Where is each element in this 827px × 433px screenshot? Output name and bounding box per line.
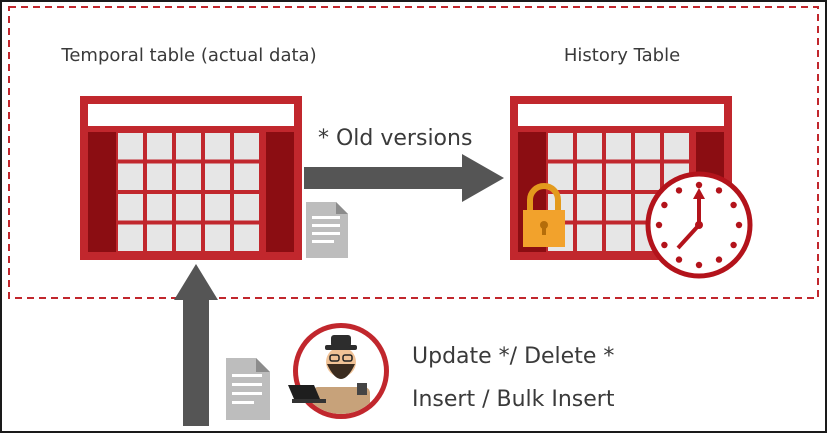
table-cell [664, 133, 689, 160]
temporal-table-icon [80, 96, 302, 260]
user-avatar-icon [288, 323, 389, 419]
table-cell [205, 133, 230, 160]
table-cell [176, 133, 201, 160]
clock-tick [661, 201, 668, 209]
table-cell [577, 163, 602, 190]
temporal-table-label: Temporal table (actual data) [60, 45, 316, 66]
table-cell [205, 163, 230, 190]
table-cell [234, 163, 259, 190]
table-cell [577, 133, 602, 160]
table-cell [635, 163, 660, 190]
clock-tick [730, 241, 737, 249]
table-cell [234, 224, 259, 251]
clock-tick [695, 181, 703, 189]
table-cell [606, 224, 631, 251]
table-cell [147, 194, 172, 221]
document-icon [306, 202, 348, 258]
table-cell [176, 224, 201, 251]
table-cell [548, 133, 573, 160]
table-cell [577, 194, 602, 221]
clock-tick [715, 256, 723, 263]
table-cell [234, 133, 259, 160]
table-cell [234, 194, 259, 221]
document-icon [226, 358, 270, 420]
clock-tick [730, 201, 737, 209]
table-cell [606, 133, 631, 160]
clock-tick [715, 187, 723, 194]
old-versions-label: * Old versions [318, 126, 472, 151]
table-cell [118, 133, 143, 160]
table-cell [118, 194, 143, 221]
arrow-right-icon [304, 154, 504, 202]
clock-tick [675, 256, 683, 263]
table-cell [118, 163, 143, 190]
table-cell [635, 133, 660, 160]
table-cell [205, 224, 230, 251]
clock-icon [645, 171, 753, 279]
table-cell [118, 224, 143, 251]
table-cell [147, 133, 172, 160]
table-cell [606, 194, 631, 221]
insert-bulk-label: Insert / Bulk Insert [412, 387, 615, 412]
table-cell [147, 163, 172, 190]
table-cell [176, 194, 201, 221]
table-cell [606, 163, 631, 190]
clock-tick [695, 261, 703, 269]
table-cell [147, 224, 172, 251]
table-cell [205, 194, 230, 221]
lock-icon [523, 183, 565, 247]
clock-tick [661, 241, 668, 249]
table-cell [577, 224, 602, 251]
arrow-up-icon [174, 264, 218, 426]
update-delete-label: Update */ Delete * [412, 344, 614, 369]
history-table-label: History Table [564, 45, 680, 66]
temporal-table-cells [118, 133, 259, 251]
table-cell [176, 163, 201, 190]
clock-tick [735, 221, 743, 229]
clock-tick [675, 187, 683, 194]
clock-tick [655, 221, 663, 229]
database-boundary [8, 6, 819, 299]
